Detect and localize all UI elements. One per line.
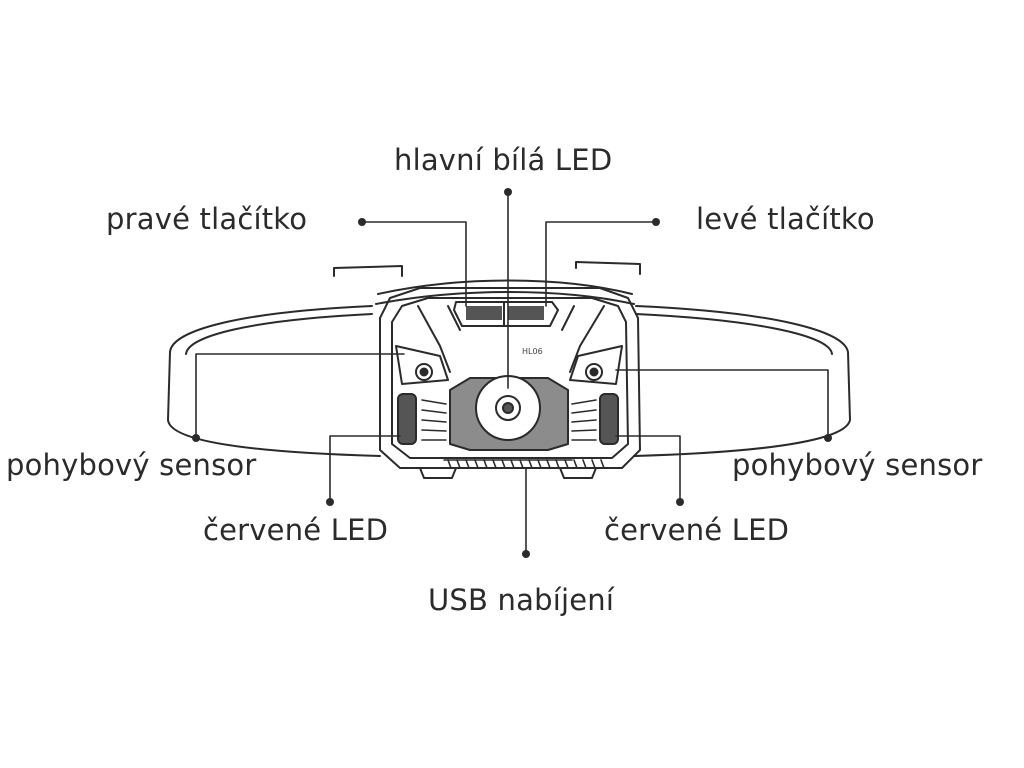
usb-port-grille bbox=[443, 459, 605, 469]
top-buttons bbox=[453, 301, 559, 327]
device-model-label: HL06 bbox=[522, 347, 543, 356]
label-motion-sensor-left: pohybový sensor bbox=[6, 448, 257, 482]
red-led-left-shape bbox=[397, 393, 417, 445]
callout-dots bbox=[192, 188, 832, 558]
label-motion-sensor-right: pohybový sensor bbox=[732, 448, 983, 482]
callout-lines bbox=[195, 191, 829, 553]
label-red-led-right: červené LED bbox=[604, 513, 790, 547]
side-grille bbox=[421, 399, 597, 441]
label-main-white-led: hlavní bílá LED bbox=[394, 143, 613, 177]
label-usb-charging: USB nabíjení bbox=[428, 583, 615, 617]
main-led-bezel bbox=[449, 375, 569, 451]
motion-sensor-right-shape bbox=[569, 345, 623, 385]
label-red-led-left: červené LED bbox=[203, 513, 389, 547]
motion-sensor-left-shape bbox=[395, 345, 449, 385]
lamp-housing bbox=[379, 287, 641, 479]
red-led-right-shape bbox=[599, 393, 619, 445]
label-right-button: pravé tlačítko bbox=[106, 202, 308, 236]
label-left-button: levé tlačítko bbox=[696, 202, 875, 236]
